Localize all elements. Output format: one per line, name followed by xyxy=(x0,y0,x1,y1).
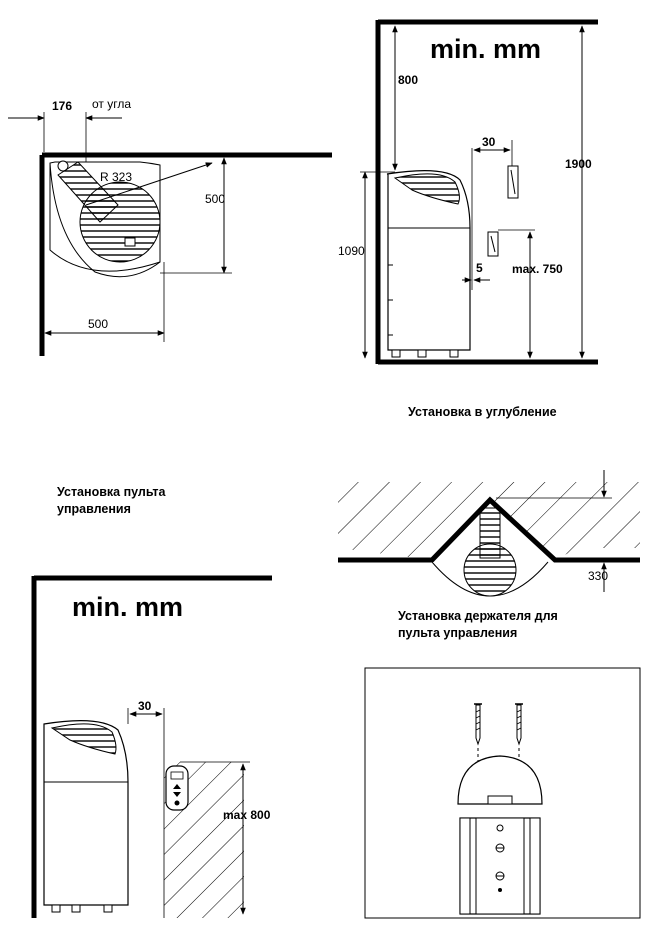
caption-panel-line1: Установка пульта xyxy=(57,485,167,499)
softener-unit xyxy=(386,170,471,358)
dim-30-panel: 30 xyxy=(138,699,152,713)
dim-330: 330 xyxy=(588,569,608,583)
from-corner-label: от угла xyxy=(92,97,131,111)
niche-title: min. mm xyxy=(430,34,541,64)
dim-176: 176 xyxy=(52,99,72,113)
panel-title: min. mm xyxy=(72,592,183,622)
holder-mounting xyxy=(364,667,641,919)
caption-panel-line2: управления xyxy=(57,502,131,516)
caption-niche: Установка в углубление xyxy=(408,405,557,419)
dim-30-niche: 30 xyxy=(482,135,496,149)
caption-holder-line1: Установка держателя для xyxy=(398,609,558,623)
panel-softener-unit xyxy=(43,720,129,913)
corner-installation: 176 от угла R 323 500 500 xyxy=(8,97,332,356)
dim-max-750: max. 750 xyxy=(512,262,563,276)
dim-max-800: max 800 xyxy=(223,808,271,822)
v-corner-wall xyxy=(338,496,640,563)
tank-in-corner xyxy=(463,543,517,597)
dim-5: 5 xyxy=(476,261,483,275)
dim-500-horizontal: 500 xyxy=(88,317,108,331)
dim-500-vertical: 500 xyxy=(205,192,225,206)
dim-1900: 1900 xyxy=(565,157,592,171)
niche-installation: min. mm 800 1090 30 xyxy=(338,19,598,365)
panel-installation: min. mm 30 max 800 xyxy=(31,575,272,918)
dim-1090: 1090 xyxy=(338,244,365,258)
control-panel-device xyxy=(165,765,189,811)
lid-striped xyxy=(393,173,460,205)
caption-holder-line2: пульта управления xyxy=(398,626,517,640)
v-corner-installation: 330 xyxy=(338,470,640,597)
holder-dome xyxy=(457,755,543,805)
radius-label: R 323 xyxy=(100,170,132,184)
dim-800: 800 xyxy=(398,73,418,87)
